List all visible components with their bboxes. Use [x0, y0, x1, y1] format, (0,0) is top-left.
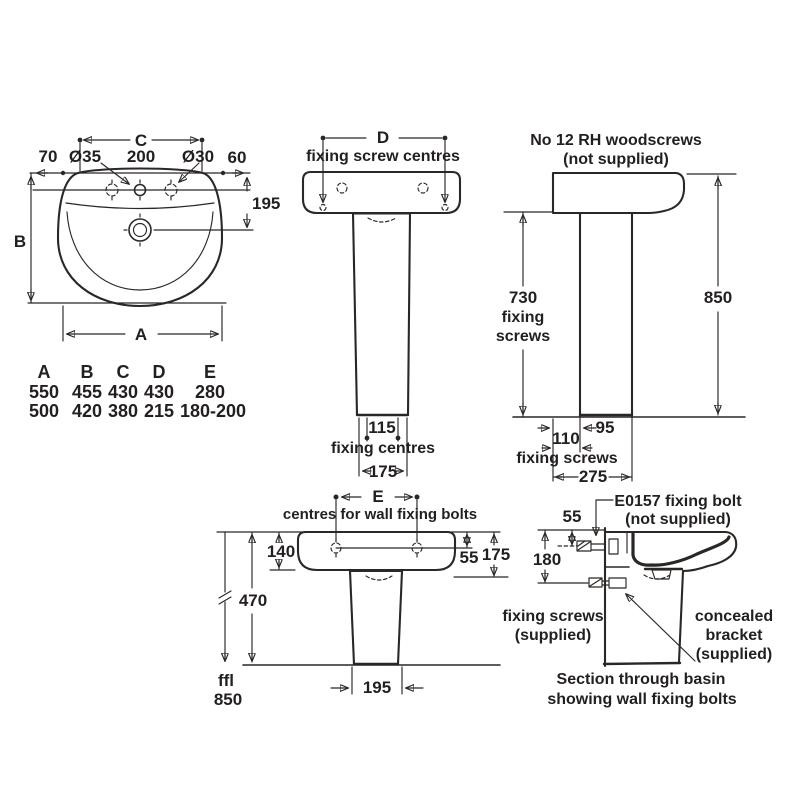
- concealed-bracket: [608, 577, 627, 589]
- hole-left-label: Ø35: [69, 147, 101, 166]
- pedestal-side-outline: [578, 211, 634, 418]
- fixing-hardware: [576, 538, 627, 589]
- front-view-subtitle: fixing screw centres: [306, 148, 460, 165]
- table-cell: 380: [108, 401, 138, 421]
- bolt-note-line2: (not supplied): [625, 511, 731, 528]
- table-cell: 500: [29, 401, 59, 421]
- dim-140-label: 140: [267, 542, 295, 561]
- fixing-screws-label: fixing screws: [516, 450, 617, 467]
- dimension-lines: [28, 138, 254, 342]
- section-view: E0157 fixing bolt (not supplied) 55 180 …: [502, 493, 773, 708]
- dimension-lines: [537, 499, 696, 662]
- fixing-lug: [608, 538, 619, 555]
- dim-195-label: 195: [363, 678, 391, 697]
- overflow-outer: [128, 218, 152, 242]
- dim-a-label: A: [135, 325, 147, 344]
- table-header-c: C: [117, 362, 130, 382]
- dim-c-label: C: [135, 131, 147, 150]
- dimension-lines: [218, 495, 509, 695]
- dim-55-label: 55: [563, 507, 582, 526]
- table-cell: 280: [195, 382, 225, 402]
- dim-e-label: E: [372, 487, 383, 506]
- wall-fixing-subtitle: centres for wall fixing bolts: [283, 506, 477, 523]
- table-header-b: B: [81, 362, 94, 382]
- outlet-shape: [651, 569, 672, 580]
- dim-b-label: B: [14, 232, 26, 251]
- dim-115-label: 115: [368, 418, 395, 437]
- dim-55-label: 55: [460, 548, 479, 567]
- dim-180-label: 180: [533, 550, 561, 569]
- basin-section-outer: [603, 530, 738, 573]
- bolt-note-line1: E0157 fixing bolt: [614, 493, 742, 510]
- tap-hole-centre: [133, 183, 147, 197]
- front-view: D fixing screw centres 115 fixing centre…: [301, 128, 462, 481]
- dim-850-label: 850: [214, 690, 242, 709]
- basin-section-bowl: [631, 531, 731, 567]
- pedestal-front-outline: [351, 212, 412, 417]
- dim-60-label: 60: [228, 148, 247, 167]
- dim-d-label: D: [377, 128, 389, 147]
- table-cell: 430: [144, 382, 174, 402]
- table-cell: 455: [72, 382, 102, 402]
- dim-200-label: 200: [127, 147, 155, 166]
- basin-front-outline: [301, 170, 462, 215]
- dim-70-label: 70: [39, 147, 58, 166]
- fixing-word: fixing: [502, 309, 545, 326]
- table-cell: 215: [144, 401, 174, 421]
- bracket-line2: bracket: [706, 627, 764, 644]
- dim-175-label: 175: [369, 462, 397, 481]
- overflow-dashed: [367, 217, 397, 223]
- table-cell: 430: [108, 382, 138, 402]
- bracket-line1: concealed: [695, 608, 773, 625]
- outlet-dashed: [643, 574, 671, 580]
- screws-word: screws: [496, 328, 550, 345]
- basin-plan-inner-bowl: [66, 211, 214, 291]
- dimension-lines: [320, 135, 449, 477]
- overflow-inner: [132, 222, 148, 238]
- table-cell: 420: [72, 401, 102, 421]
- fixing-centres-label: fixing centres: [331, 440, 435, 457]
- table-header-a: A: [38, 362, 51, 382]
- dim-195-label: 195: [252, 194, 280, 213]
- fixing-screws-line2: (supplied): [515, 627, 591, 644]
- overflow-dashed: [365, 575, 393, 581]
- bracket-line3: (supplied): [696, 646, 772, 663]
- pedestal-base-edge: [602, 661, 682, 666]
- tap-hole-left: [105, 183, 119, 197]
- basin-plan-ledge-line: [65, 202, 215, 210]
- size-table: A B C D E 550 455 430 430 280 500 420 38…: [29, 362, 246, 421]
- ffl-label: ffl: [218, 671, 234, 690]
- screw-head: [588, 577, 603, 588]
- hole-right-label: Ø30: [182, 147, 214, 166]
- table-header-e: E: [204, 362, 216, 382]
- wall-fixing-view: E centres for wall fixing bolts 140 55 1…: [214, 487, 510, 709]
- section-caption-line2: showing wall fixing bolts: [547, 691, 736, 708]
- dim-95-label: 95: [596, 418, 615, 437]
- basin-front-outline: [296, 530, 457, 572]
- side-view: No 12 RH woodscrews (not supplied) 730 f…: [496, 132, 746, 486]
- pedestal-outline: [348, 569, 404, 666]
- table-cell: 180-200: [180, 401, 246, 421]
- dim-275-label: 275: [579, 467, 607, 486]
- table-cell: 550: [29, 382, 59, 402]
- table-header-d: D: [153, 362, 166, 382]
- dim-730-label: 730: [509, 288, 537, 307]
- dim-850-label: 850: [704, 288, 732, 307]
- dim-175-label: 175: [482, 545, 510, 564]
- woodscrews-note-line1: No 12 RH woodscrews: [530, 132, 702, 149]
- dim-110-label: 110: [552, 429, 579, 448]
- tap-holes: [105, 179, 178, 247]
- fixing-screws-line1: fixing screws: [502, 608, 603, 625]
- wall-bolt-hole-right: [417, 182, 429, 194]
- section-caption-line1: Section through basin: [557, 671, 726, 688]
- dimension-lines: [503, 173, 737, 482]
- basin-side-outline: [551, 171, 686, 215]
- dim-470-label: 470: [239, 591, 267, 610]
- wall-bolt-hole-left: [336, 182, 348, 194]
- basin-plan-outline: [56, 167, 224, 308]
- plan-view: C 70 Ø35 200 Ø30 60 195 B A: [14, 131, 281, 344]
- woodscrews-note-line2: (not supplied): [563, 151, 669, 168]
- tap-hole-right: [164, 183, 178, 197]
